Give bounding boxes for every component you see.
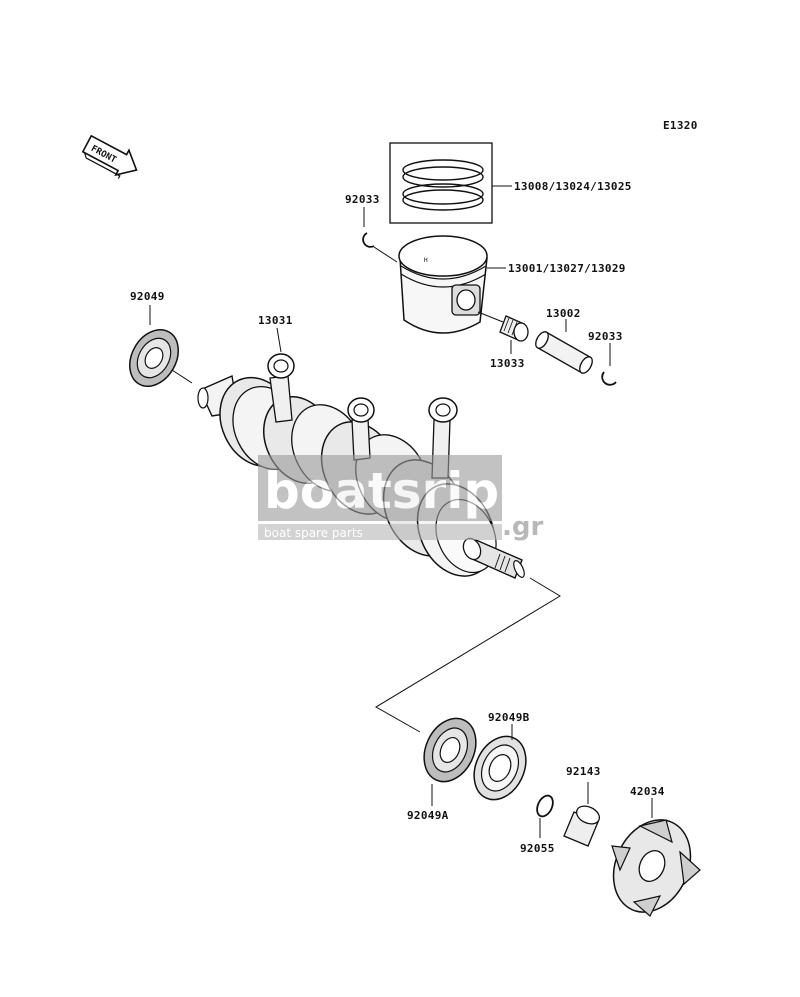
watermark-tagline: boat spare parts (264, 526, 363, 540)
label-piston-rings: 13008/13024/13025 (514, 180, 632, 193)
label-o-ring: 92055 (520, 842, 555, 855)
label-needle-bearing: 13033 (490, 357, 525, 370)
label-oil-seal: 92049 (130, 290, 165, 303)
piston-rings (389, 142, 512, 224)
label-piston: 13001/13027/13029 (508, 262, 626, 275)
piston: H (398, 235, 506, 334)
front-arrow-icon: FRONT (81, 134, 138, 179)
circlip-lower (601, 343, 617, 386)
collar (563, 782, 601, 847)
diagram-code: E1320 (663, 119, 698, 132)
label-crankshaft: 13031 (258, 314, 293, 327)
piston-pin (535, 319, 593, 374)
label-circlip-lower: 92033 (588, 330, 623, 343)
label-coupling: 42034 (630, 785, 665, 798)
bearing-a (423, 717, 477, 806)
watermark: boatsrip .gr boat spare parts (258, 455, 543, 542)
watermark-suffix: .gr (502, 512, 543, 542)
oil-seal (129, 305, 193, 387)
reference-leader (375, 577, 561, 733)
label-circlip-upper: 92033 (345, 193, 380, 206)
o-ring (536, 794, 554, 838)
label-collar: 92143 (566, 765, 601, 778)
needle-bearing (477, 311, 529, 354)
bearing-b (473, 724, 527, 801)
label-bearing-a: 92049A (407, 809, 449, 822)
circlip-upper (362, 207, 398, 263)
svg-text:H: H (424, 257, 428, 264)
label-bearing-b: 92049B (488, 711, 530, 724)
label-piston-pin: 13002 (546, 307, 581, 320)
coupling (611, 798, 701, 917)
watermark-brand: boatsrip (264, 462, 499, 520)
